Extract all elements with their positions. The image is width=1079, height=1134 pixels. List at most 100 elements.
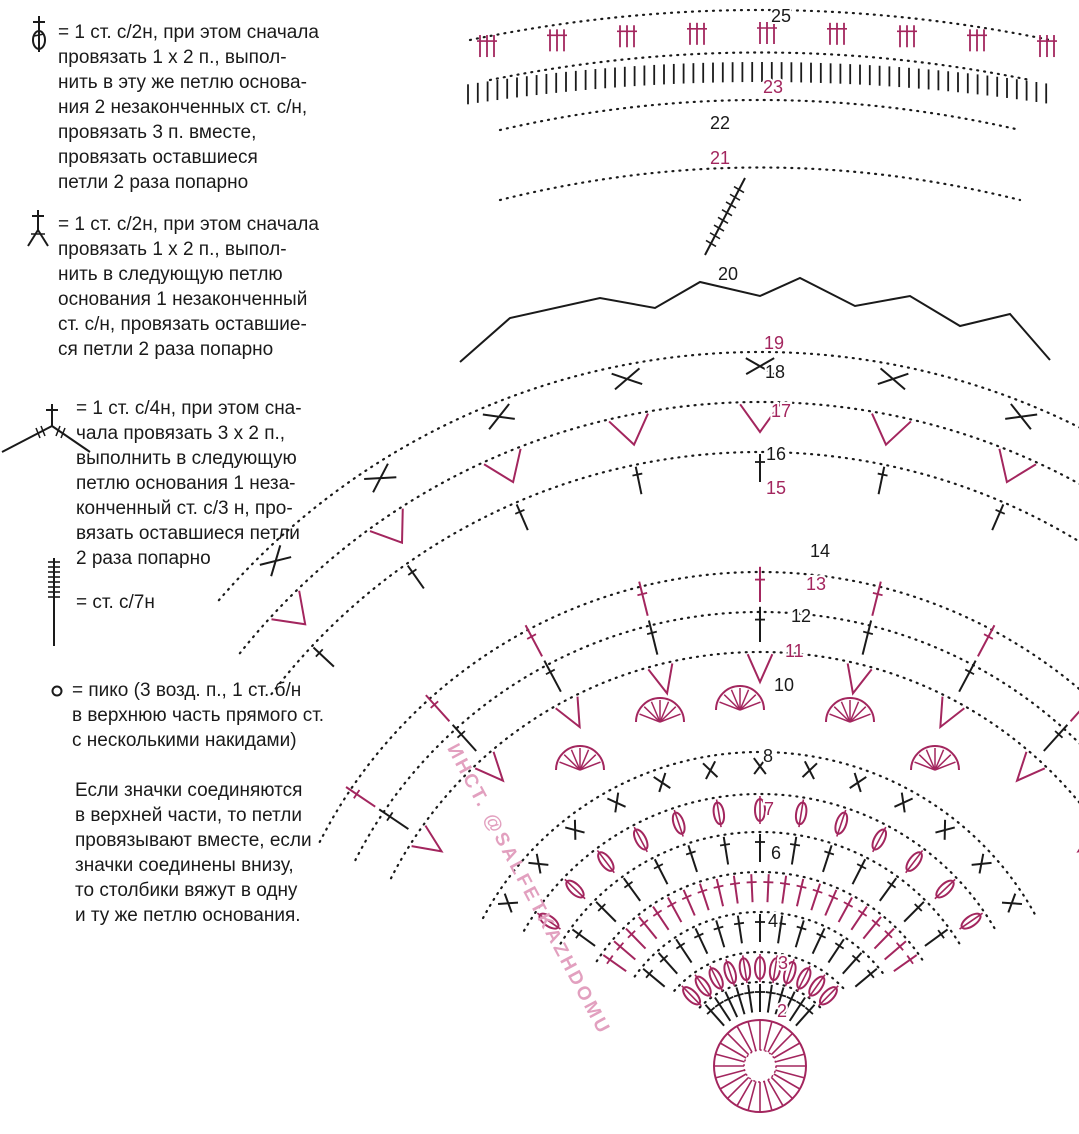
chain-arc <box>559 830 961 945</box>
stitch-symbol <box>595 901 617 923</box>
picot-fan <box>739 694 757 711</box>
stitch-symbol <box>937 929 945 939</box>
stitch-symbol <box>871 581 882 617</box>
stitch-symbol <box>597 903 606 912</box>
row-number-label: 4 <box>768 911 778 931</box>
stitch-symbol <box>312 646 335 668</box>
stitch-symbol <box>732 875 739 904</box>
legend-text-cluster: = 1 ст. с/2н, при этом сначала провязать… <box>58 22 319 193</box>
stitch-symbol <box>959 912 984 930</box>
stitch-symbol <box>722 836 730 865</box>
stitch-symbol <box>836 809 847 837</box>
chain-arc <box>633 910 887 978</box>
stitch-symbol <box>747 984 754 1013</box>
stitch-symbol <box>779 882 791 886</box>
stitch-symbol <box>795 1004 816 1027</box>
stitch-symbol <box>634 466 643 495</box>
stitch-symbol <box>1069 710 1079 722</box>
stitch-symbol <box>596 849 615 874</box>
picot-fan <box>563 754 581 771</box>
center-stitch <box>763 1081 773 1111</box>
row-number-label: 14 <box>810 541 830 561</box>
center-stitch <box>715 1053 745 1063</box>
stitch-symbol <box>900 792 906 813</box>
stitch-symbol <box>606 955 614 965</box>
stitch-symbol <box>750 874 754 903</box>
stitch-symbol <box>407 568 417 576</box>
stitch-symbol <box>543 660 562 693</box>
stitch-symbol <box>456 730 466 739</box>
stitch-symbol <box>784 959 795 987</box>
stitch-symbol <box>378 808 409 830</box>
stitch-symbol <box>681 985 702 1007</box>
stitch-symbol <box>777 915 784 944</box>
picot-fan <box>829 713 851 723</box>
stitch-symbol <box>483 448 522 484</box>
row-number-label: 11 <box>785 641 804 661</box>
stitch-symbol <box>709 965 724 992</box>
tr7-stitch <box>704 177 746 256</box>
stitch-symbol <box>765 991 776 995</box>
stitch-symbol <box>879 367 906 391</box>
stitch-symbol <box>939 696 965 730</box>
stitch-symbol <box>714 1000 725 1008</box>
picot-fan <box>934 754 952 771</box>
stitch-symbol <box>795 878 805 907</box>
stitch-symbol <box>878 877 898 902</box>
stitch-symbol <box>834 942 845 950</box>
stitch-symbol <box>816 932 827 939</box>
stitch-symbol <box>871 413 912 447</box>
stitch-symbol <box>406 564 425 590</box>
picot-fan <box>715 685 765 711</box>
stitch-symbol <box>675 938 693 964</box>
stitch-symbol <box>364 476 397 481</box>
center-stitch <box>773 1042 801 1059</box>
stitch-symbol <box>514 508 525 515</box>
stitch-symbol <box>637 591 648 597</box>
stitch-symbol <box>766 984 773 1013</box>
stitch-symbol <box>983 633 994 640</box>
stitch-symbol <box>856 863 867 870</box>
stitch-symbol <box>808 974 826 999</box>
row-number-label: 3 <box>778 953 788 973</box>
stitch-symbol <box>851 858 867 885</box>
stitch-symbol <box>571 928 596 947</box>
stitch-symbol <box>652 909 663 917</box>
row-number-label: 15 <box>766 478 786 498</box>
stitch-symbol <box>893 954 918 973</box>
stitch-symbol <box>853 772 862 793</box>
stitch-symbol <box>871 919 881 927</box>
stitch-symbol <box>1076 848 1079 853</box>
legend-text-picot: = пико (3 возд. п., 1 ст. б/н в верхнюю … <box>72 680 325 751</box>
tr7-icon <box>48 558 60 646</box>
stitch-symbol <box>843 901 854 908</box>
stitch-symbol <box>766 874 770 903</box>
stitch-symbol <box>851 954 861 963</box>
picot-fan <box>849 701 860 723</box>
row-20-line <box>459 276 1051 363</box>
stitch-symbol <box>781 875 788 904</box>
legend-panel: = 1 ст. с/2н, при этом сначала провязать… <box>0 0 420 1134</box>
stitch-symbol <box>827 938 845 964</box>
stitch-symbol <box>659 954 669 963</box>
chain-arc <box>318 570 1079 844</box>
picot-fan <box>635 697 685 723</box>
stitch-symbol <box>702 762 719 778</box>
stitch-symbol <box>657 952 678 975</box>
split-dc-icon <box>27 210 49 247</box>
stitch-symbol <box>884 940 907 961</box>
stitch-symbol <box>822 845 833 873</box>
stitch-symbol <box>694 927 709 955</box>
picot-fan <box>910 745 960 771</box>
stitch-symbol <box>526 633 537 640</box>
stitch-symbol <box>857 909 868 917</box>
stitch-symbol <box>810 883 822 911</box>
split-quad-icon <box>1 404 91 453</box>
stitch-symbol <box>824 850 835 856</box>
stitch-symbol <box>497 901 519 905</box>
tr7-stitch <box>709 232 721 240</box>
stitch-symbol <box>798 799 805 828</box>
stitch-symbol <box>639 919 649 927</box>
stitch-symbol <box>687 845 698 873</box>
picot-fan <box>918 754 936 771</box>
